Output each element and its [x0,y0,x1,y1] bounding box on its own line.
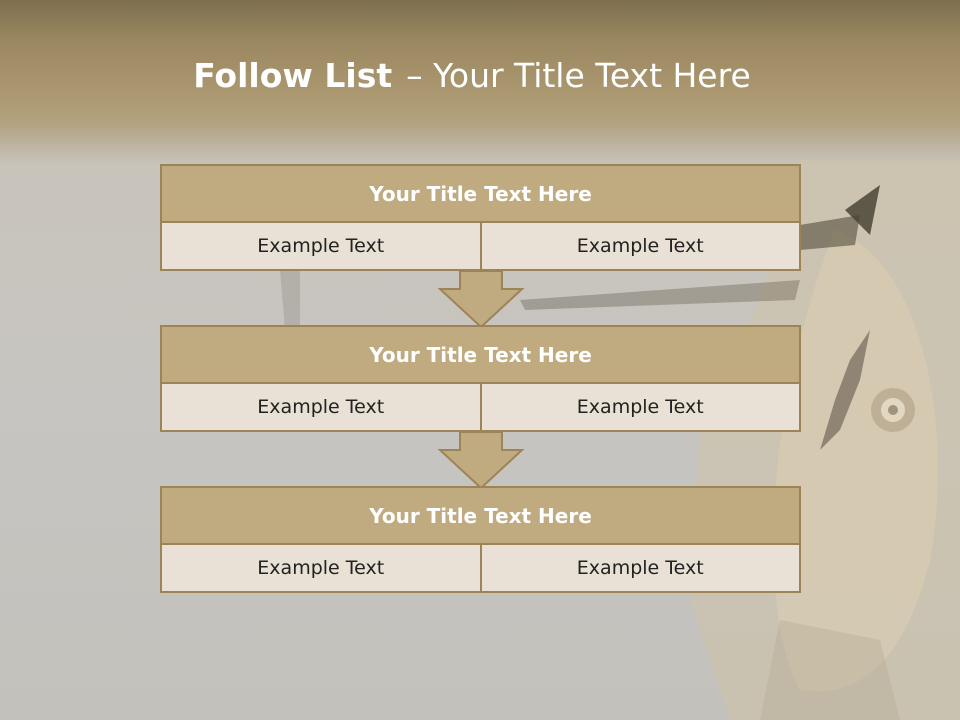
down-arrow-2 [437,431,525,489]
list-block-1: Your Title Text Here Example Text Exampl… [160,164,801,271]
down-arrow-1 [437,270,525,328]
block-1-row: Example Text Example Text [162,223,799,269]
block-2-cell-left: Example Text [162,384,480,430]
block-3-cell-left: Example Text [162,545,480,591]
block-2-title: Your Title Text Here [162,327,799,384]
block-3-row: Example Text Example Text [162,545,799,591]
title-rest-text: – Your Title Text Here [406,56,751,95]
block-1-title: Your Title Text Here [162,166,799,223]
title-bold-text: Follow List [193,56,393,95]
block-1-cell-left: Example Text [162,223,480,269]
list-block-2: Your Title Text Here Example Text Exampl… [160,325,801,432]
slide-title: Follow List – Your Title Text Here [0,54,944,98]
list-block-3: Your Title Text Here Example Text Exampl… [160,486,801,593]
block-3-cell-right: Example Text [479,545,799,591]
block-2-row: Example Text Example Text [162,384,799,430]
block-1-cell-right: Example Text [479,223,799,269]
block-2-cell-right: Example Text [479,384,799,430]
block-3-title: Your Title Text Here [162,488,799,545]
